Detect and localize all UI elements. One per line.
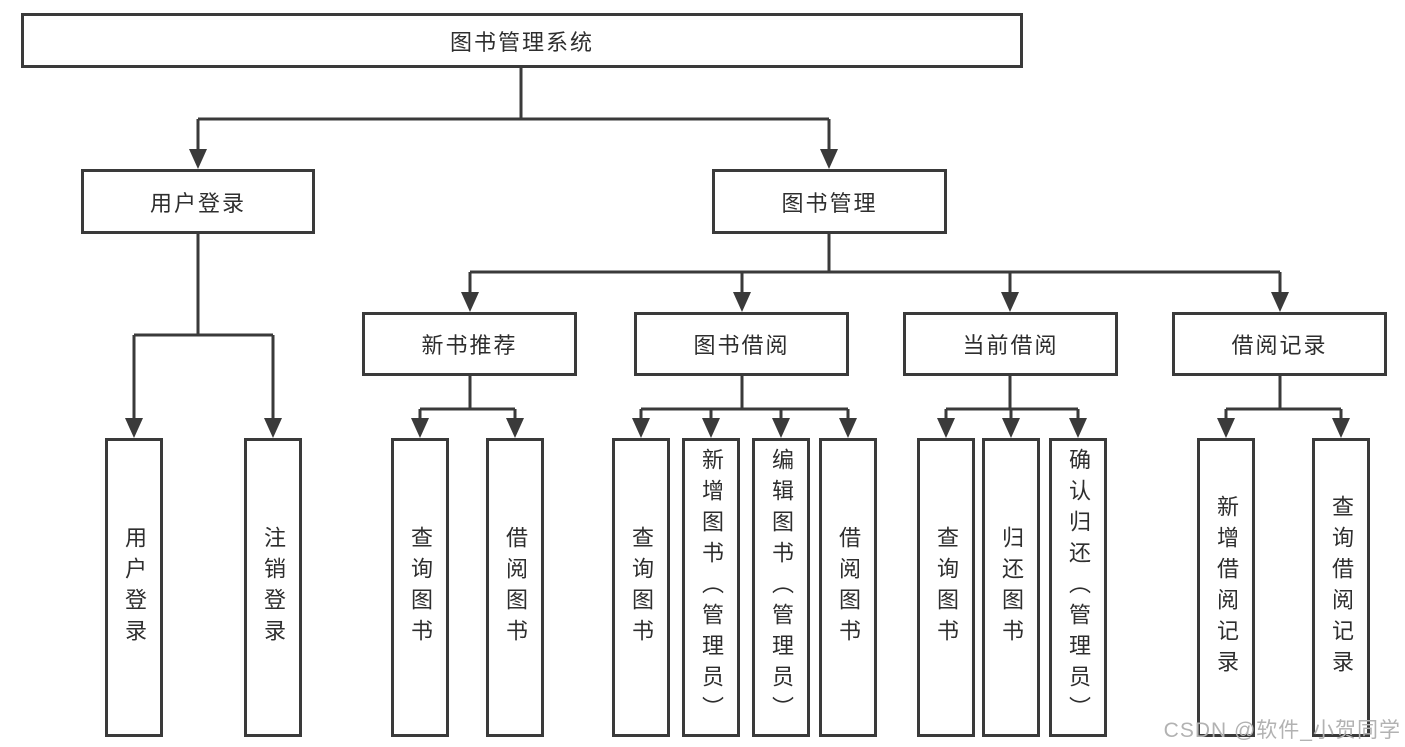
node-label: 图书管理 xyxy=(781,190,878,216)
arrowhead-icon xyxy=(632,418,650,438)
arrowhead-icon xyxy=(189,149,207,169)
node-label: 借阅记录 xyxy=(1231,333,1328,358)
node-label: 图书借阅 xyxy=(693,333,790,358)
arrowhead-icon xyxy=(461,292,479,312)
node-book-management: 图书管理 xyxy=(712,169,947,234)
node-label: 查询图书 xyxy=(408,525,433,650)
arrowhead-icon xyxy=(839,418,857,438)
arrowhead-icon xyxy=(937,418,955,438)
arrowhead-icon xyxy=(1001,292,1019,312)
leaf-query-books-borrow: 查询图书 xyxy=(612,438,670,737)
arrowhead-icon xyxy=(1002,418,1020,438)
connector-book-management-rail xyxy=(461,234,1289,312)
arrowhead-icon xyxy=(1217,418,1235,438)
node-root-system: 图书管理系统 xyxy=(21,13,1023,68)
arrowhead-icon xyxy=(125,418,143,438)
leaf-confirm-return-admin: 确认归还（管理员） xyxy=(1049,438,1107,737)
node-label: 新增图书（管理员） xyxy=(699,448,724,727)
node-label: 图书管理系统 xyxy=(449,29,594,55)
node-label: 注销登录 xyxy=(261,525,286,650)
connector-current-borrow-group xyxy=(937,376,1087,438)
leaf-user-login: 用户登录 xyxy=(105,438,163,737)
connector-root xyxy=(189,68,838,169)
leaf-borrow-books-recommend: 借阅图书 xyxy=(486,438,544,737)
leaf-query-books-recommend: 查询图书 xyxy=(391,438,449,737)
node-label: 查询借阅记录 xyxy=(1329,494,1354,681)
leaf-borrow-books: 借阅图书 xyxy=(819,438,877,737)
arrowhead-icon xyxy=(1069,418,1087,438)
arrowhead-icon xyxy=(411,418,429,438)
connector-book-borrow-group xyxy=(632,376,857,438)
node-label: 新书推荐 xyxy=(421,333,518,358)
arrowhead-icon xyxy=(1332,418,1350,438)
leaf-logout: 注销登录 xyxy=(244,438,302,737)
arrowhead-icon xyxy=(733,292,751,312)
arrowhead-icon xyxy=(820,149,838,169)
leaf-add-borrow-record: 新增借阅记录 xyxy=(1197,438,1255,737)
csdn-watermark: CSDN @软件_小贺同学 xyxy=(1163,719,1401,742)
arrowhead-icon xyxy=(772,418,790,438)
node-book-borrow: 图书借阅 xyxy=(634,312,849,376)
node-label: 借阅图书 xyxy=(836,525,861,650)
leaf-edit-books-admin: 编辑图书（管理员） xyxy=(752,438,810,737)
connector-user-login-group xyxy=(125,234,282,438)
leaf-return-books: 归还图书 xyxy=(982,438,1040,737)
node-label: 用户登录 xyxy=(122,525,147,650)
node-borrow-record: 借阅记录 xyxy=(1172,312,1387,376)
connector-borrow-record-group xyxy=(1217,376,1350,438)
node-label: 借阅图书 xyxy=(503,525,528,650)
node-label: 归还图书 xyxy=(999,525,1024,650)
leaf-add-books-admin: 新增图书（管理员） xyxy=(682,438,740,737)
node-label: 新增借阅记录 xyxy=(1214,494,1239,681)
arrowhead-icon xyxy=(264,418,282,438)
node-current-borrow: 当前借阅 xyxy=(903,312,1118,376)
leaf-query-borrow-record: 查询借阅记录 xyxy=(1312,438,1370,737)
node-new-book-recommend: 新书推荐 xyxy=(362,312,577,376)
leaf-query-books-current: 查询图书 xyxy=(917,438,975,737)
arrowhead-icon xyxy=(506,418,524,438)
arrowhead-icon xyxy=(1271,292,1289,312)
node-user-login: 用户登录 xyxy=(81,169,315,234)
node-label: 查询图书 xyxy=(934,525,959,650)
node-label: 查询图书 xyxy=(629,525,654,650)
node-label: 用户登录 xyxy=(149,190,246,216)
node-label: 编辑图书（管理员） xyxy=(769,448,794,727)
connector-new-book-group xyxy=(411,376,524,438)
node-label: 确认归还（管理员） xyxy=(1066,448,1091,727)
node-label: 当前借阅 xyxy=(962,333,1059,358)
arrowhead-icon xyxy=(702,418,720,438)
